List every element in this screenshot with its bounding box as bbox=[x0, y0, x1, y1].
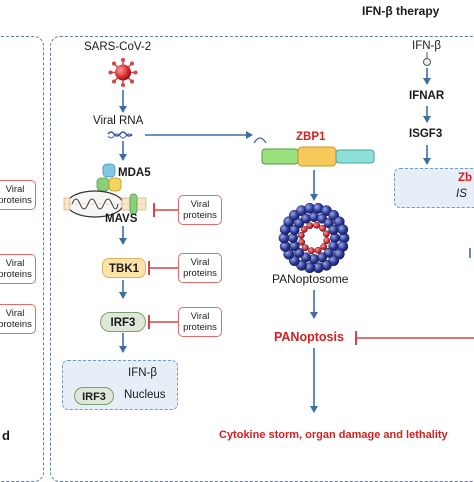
zbp1-icon bbox=[253, 137, 375, 167]
mda5-icon bbox=[96, 163, 122, 192]
panoptosis-label: PANoptosis bbox=[274, 330, 344, 344]
outcome-label: Cytokine storm, organ damage and lethali… bbox=[219, 429, 448, 441]
mavs-icon bbox=[129, 193, 138, 215]
nucleus-irf3-node: IRF3 bbox=[74, 387, 114, 405]
ifnb-ligand-icon bbox=[423, 52, 431, 66]
irf3-node: IRF3 bbox=[100, 312, 146, 332]
ifn-panel-ifnb-label: IFN-β bbox=[412, 40, 441, 52]
tbk1-node: TBK1 bbox=[102, 258, 146, 278]
panoptosome-icon bbox=[278, 202, 350, 274]
viral-rna-label: Viral RNA bbox=[93, 115, 144, 127]
zbp1-partial-label: Zb bbox=[458, 172, 473, 184]
zbp1-label: ZBP1 bbox=[296, 131, 326, 143]
panoptosome-label: PANoptosome bbox=[272, 272, 349, 286]
virus-label: SARS-CoV-2 bbox=[84, 41, 152, 53]
nucleus-ifnb-label: IFN-β bbox=[128, 367, 157, 379]
isg-partial-label: IS bbox=[456, 188, 467, 200]
nucleus-label: Nucleus bbox=[124, 389, 166, 401]
viral-rna-icon bbox=[107, 131, 133, 137]
left-panel-letter: d bbox=[2, 428, 10, 443]
isg-nucleus-box bbox=[394, 168, 474, 208]
ifn-therapy-title: IFN-β therapy bbox=[362, 4, 440, 18]
mda5-label: MDA5 bbox=[118, 167, 151, 179]
isgf3-label: ISGF3 bbox=[409, 128, 443, 140]
mavs-label: MAVS bbox=[105, 213, 138, 225]
ifnar-label: IFNAR bbox=[409, 90, 445, 102]
virus-icon bbox=[108, 58, 138, 87]
